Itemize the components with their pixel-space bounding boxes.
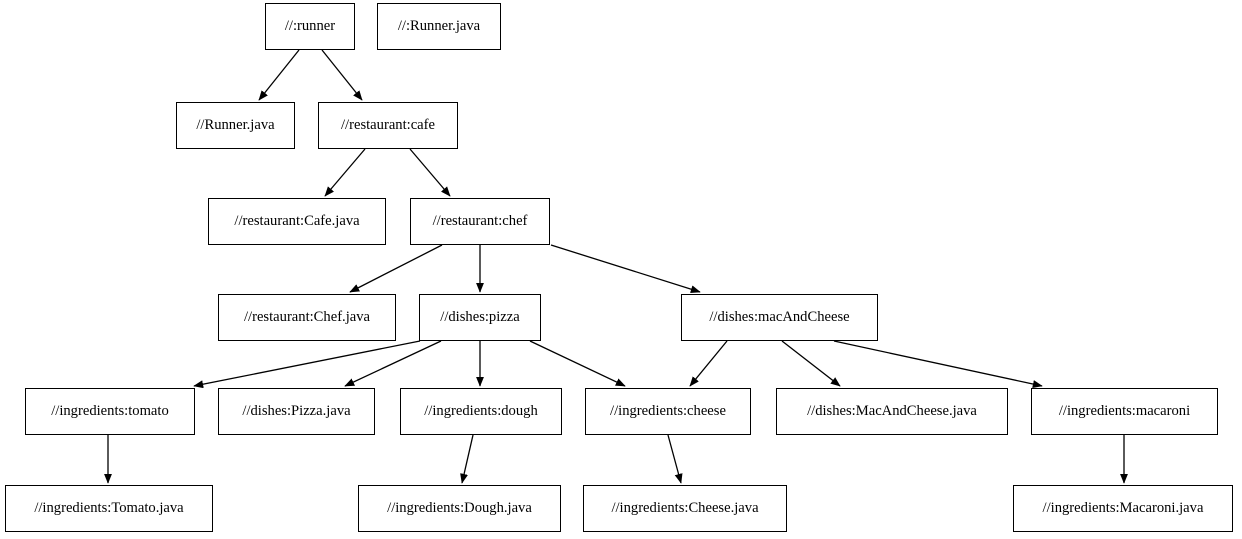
graph-node-root_runner_java[interactable]: //:Runner.java — [377, 3, 501, 50]
graph-node-ingredients_tomato_java[interactable]: //ingredients:Tomato.java — [5, 485, 213, 532]
graph-edge-ingredients_dough-to-ingredients_dough_java — [460, 434, 474, 484]
graph-edge-ingredients_cheese-to-ingredients_cheese_java — [667, 434, 683, 484]
graph-node-label: //dishes:pizza — [440, 308, 520, 325]
graph-node-ingredients_cheese[interactable]: //ingredients:cheese — [585, 388, 751, 435]
graph-node-label: //:runner — [284, 17, 336, 34]
graph-node-label: //ingredients:macaroni — [1058, 402, 1191, 419]
graph-node-label: //ingredients:cheese — [610, 402, 726, 419]
graph-edge-dishes_macandcheese-to-dishes_macandcheese_java — [781, 340, 841, 387]
graph-edge-runner-to-restaurant_cafe — [321, 49, 363, 101]
graph-edge-dishes_macandcheese-to-ingredients_macaroni — [833, 340, 1043, 388]
graph-node-label: //dishes:macAndCheese — [709, 308, 850, 325]
graph-edge-restaurant_cafe-to-restaurant_cafe_java — [324, 148, 366, 197]
graph-node-runner_java[interactable]: //Runner.java — [176, 102, 295, 149]
graph-edge-dishes_pizza-to-dishes_pizza_java — [344, 340, 442, 387]
graph-node-ingredients_macaroni[interactable]: //ingredients:macaroni — [1031, 388, 1218, 435]
graph-node-label: //ingredients:tomato — [51, 402, 169, 419]
graph-node-label: //:Runner.java — [397, 17, 481, 34]
graph-node-label: //Runner.java — [196, 116, 275, 133]
graph-edge-restaurant_cafe-to-restaurant_chef — [409, 148, 451, 197]
graph-node-runner[interactable]: //:runner — [265, 3, 355, 50]
graph-edge-restaurant_chef-to-restaurant_chef_java — [349, 244, 443, 293]
graph-node-label: //ingredients:dough — [424, 402, 538, 419]
graph-node-ingredients_dough[interactable]: //ingredients:dough — [400, 388, 562, 435]
graph-node-dishes_macandcheese_java[interactable]: //dishes:MacAndCheese.java — [776, 388, 1008, 435]
graph-edge-dishes_pizza-to-ingredients_cheese — [529, 340, 626, 387]
graph-node-label: //ingredients:Cheese.java — [611, 499, 759, 516]
graph-node-dishes_macandcheese[interactable]: //dishes:macAndCheese — [681, 294, 878, 341]
graph-node-label: //ingredients:Dough.java — [387, 499, 532, 516]
graph-node-ingredients_dough_java[interactable]: //ingredients:Dough.java — [358, 485, 561, 532]
graph-node-restaurant_chef[interactable]: //restaurant:chef — [410, 198, 550, 245]
graph-node-ingredients_tomato[interactable]: //ingredients:tomato — [25, 388, 195, 435]
graph-node-label: //dishes:Pizza.java — [242, 402, 351, 419]
graph-node-dishes_pizza_java[interactable]: //dishes:Pizza.java — [218, 388, 375, 435]
graph-node-restaurant_cafe_java[interactable]: //restaurant:Cafe.java — [208, 198, 386, 245]
graph-node-restaurant_chef_java[interactable]: //restaurant:Chef.java — [218, 294, 396, 341]
graph-node-ingredients_cheese_java[interactable]: //ingredients:Cheese.java — [583, 485, 787, 532]
graph-node-label: //ingredients:Tomato.java — [34, 499, 184, 516]
graph-edge-dishes_macandcheese-to-ingredients_cheese — [689, 340, 728, 387]
graph-edge-dishes_pizza-to-ingredients_tomato — [193, 340, 421, 389]
graph-node-label: //dishes:MacAndCheese.java — [807, 402, 977, 419]
graph-node-label: //restaurant:Chef.java — [243, 308, 371, 325]
graph-node-label: //ingredients:Macaroni.java — [1042, 499, 1204, 516]
graph-edge-runner-to-runner_java — [258, 49, 300, 101]
graph-node-label: //restaurant:Cafe.java — [234, 212, 360, 229]
graph-node-dishes_pizza[interactable]: //dishes:pizza — [419, 294, 541, 341]
graph-node-label: //restaurant:cafe — [341, 116, 435, 133]
graph-node-restaurant_cafe[interactable]: //restaurant:cafe — [318, 102, 458, 149]
graph-node-label: //restaurant:chef — [432, 212, 528, 229]
graph-node-ingredients_macaroni_java[interactable]: //ingredients:Macaroni.java — [1013, 485, 1233, 532]
graph-edge-restaurant_chef-to-dishes_macandcheese — [550, 244, 701, 294]
